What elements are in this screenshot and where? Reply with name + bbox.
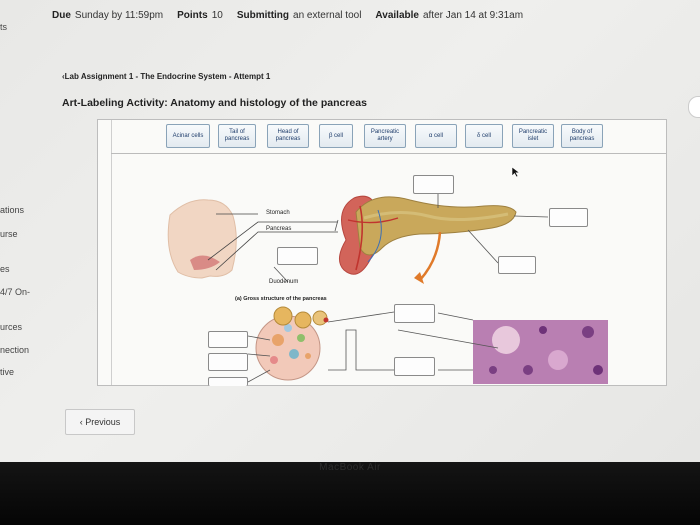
label-chip-head-of-pancreas[interactable]: Head of pancreas	[267, 124, 309, 148]
drop-zone-7[interactable]	[208, 331, 248, 348]
label-chip-acinar-cells[interactable]: Acinar cells	[166, 124, 210, 148]
laptop-bezel	[0, 462, 700, 525]
collapse-handle[interactable]	[688, 96, 700, 118]
drop-zone-5[interactable]	[394, 304, 435, 323]
previous-button[interactable]: ‹ Previous	[65, 409, 135, 435]
figure-label-pancreas: Pancreas	[266, 226, 292, 232]
label-chip-body-of-pancreas[interactable]: Body of pancreas	[561, 124, 603, 148]
label-chip-pancreatic-artery[interactable]: Pancreatic artery	[364, 124, 406, 148]
figure-label-duodenum: Duodenum	[269, 279, 299, 285]
figure-label-stomach: Stomach	[266, 210, 290, 216]
nav-item[interactable]: 4/7 On-	[0, 287, 31, 297]
drop-zone-4[interactable]	[277, 247, 318, 265]
nav-item[interactable]: urse	[0, 229, 18, 239]
pancreas-illustration	[167, 186, 608, 384]
nav-item[interactable]: tive	[0, 367, 15, 377]
course-nav: ts ations urse es 4/7 On- urces nection …	[0, 0, 40, 462]
art-labeling-panel: Acinar cells Tail of pancreas Head of pa…	[97, 119, 667, 386]
nav-item[interactable]: nection	[0, 345, 30, 355]
nav-item[interactable]: ations	[0, 205, 25, 215]
drop-zone-6[interactable]	[394, 357, 435, 376]
label-chip-beta-cell[interactable]: β cell	[319, 124, 353, 148]
label-chip-alpha-cell[interactable]: α cell	[415, 124, 457, 148]
nav-item[interactable]: es	[0, 264, 10, 274]
nav-item[interactable]: ts	[0, 22, 8, 32]
mouse-cursor-icon	[511, 166, 521, 178]
label-chip-delta-cell[interactable]: δ cell	[465, 124, 503, 148]
activity-title: Art-Labeling Activity: Anatomy and histo…	[62, 97, 367, 109]
figure-caption: (a) Gross structure of the pancreas	[235, 296, 327, 302]
drop-zone-2[interactable]	[549, 208, 588, 227]
browser-screen: ts ations urse es 4/7 On- urces nection …	[0, 0, 700, 462]
drop-zone-8[interactable]	[208, 353, 248, 371]
drop-zone-9[interactable]	[208, 377, 248, 386]
label-chip-tail-of-pancreas[interactable]: Tail of pancreas	[218, 124, 256, 148]
nav-item[interactable]: urces	[0, 322, 23, 332]
drop-zone-1[interactable]	[413, 175, 454, 194]
breadcrumb-back-link[interactable]: ‹Lab Assignment 1 - The Endocrine System…	[62, 72, 271, 81]
laptop-brand: MacBook Air	[319, 462, 381, 473]
label-chip-pancreatic-islet[interactable]: Pancreatic islet	[512, 124, 554, 148]
drop-zone-3[interactable]	[498, 256, 536, 274]
